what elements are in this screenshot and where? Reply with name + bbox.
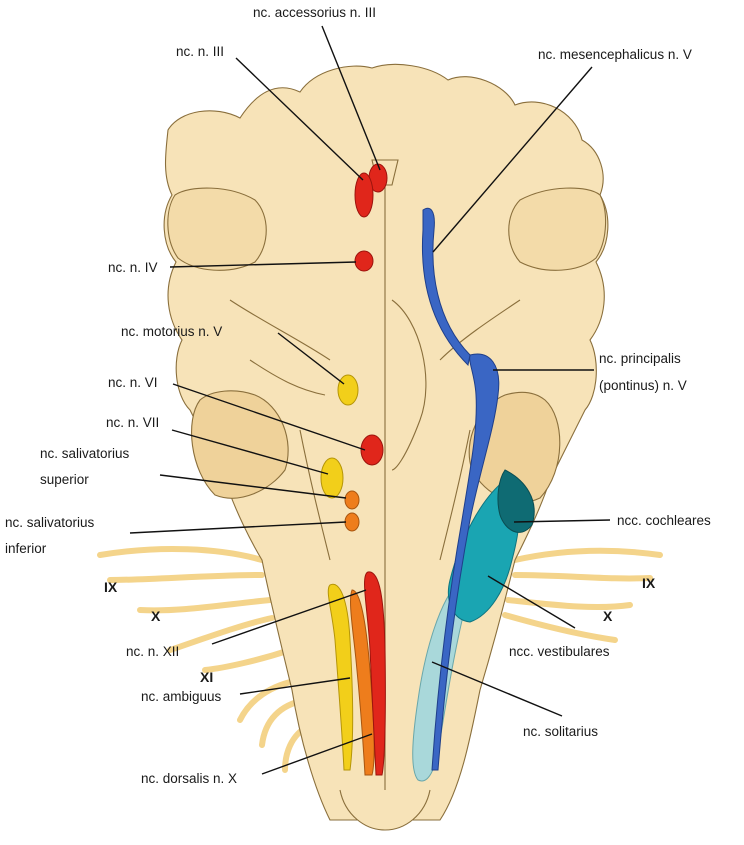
label-nerve-x-left: X xyxy=(151,607,160,626)
label-nc-dorsalis-n-x: nc. dorsalis n. X xyxy=(141,769,237,788)
nc-n-iii-shape xyxy=(355,173,373,217)
label-ncc-vestibulares: ncc. vestibulares xyxy=(509,642,610,661)
label-nerve-ix-left: IX xyxy=(104,578,117,597)
label-nc-motorius-n-v: nc. motorius n. V xyxy=(121,322,222,341)
nc-salivatorius-inferior-shape xyxy=(345,513,359,531)
nc-n-iv-shape xyxy=(355,251,373,271)
label-nc-n-iii: nc. n. III xyxy=(176,42,224,61)
label-nc-ambiguus: nc. ambiguus xyxy=(141,687,221,706)
right-nerve-roots xyxy=(505,551,660,640)
label-nc-accessorius-n-iii: nc. accessorius n. III xyxy=(253,3,376,22)
label-nc-principalis-line2: (pontinus) n. V xyxy=(599,376,687,395)
label-nc-salivatorius-superior-line1: nc. salivatorius xyxy=(40,444,129,463)
label-nc-salivatorius-inferior-line2: inferior xyxy=(5,539,46,558)
nc-motorius-n-v-shape xyxy=(338,375,358,405)
label-nc-salivatorius-superior-line2: superior xyxy=(40,470,89,489)
label-nc-principalis-line1: nc. principalis xyxy=(599,349,681,368)
label-nc-n-iv: nc. n. IV xyxy=(108,258,158,277)
label-nc-n-vi: nc. n. VI xyxy=(108,373,158,392)
label-nc-n-vii: nc. n. VII xyxy=(106,413,159,432)
label-nerve-ix-right: IX xyxy=(642,574,655,593)
nc-salivatorius-superior-shape xyxy=(345,491,359,509)
label-nc-n-xii: nc. n. XII xyxy=(126,642,179,661)
label-nc-salivatorius-inferior-line1: nc. salivatorius xyxy=(5,513,94,532)
label-nc-solitarius: nc. solitarius xyxy=(523,722,598,741)
label-ncc-cochleares: ncc. cochleares xyxy=(617,511,711,530)
label-nc-mesencephalicus-n-v: nc. mesencephalicus n. V xyxy=(538,45,692,64)
label-nerve-xi-left: XI xyxy=(200,668,213,687)
nc-n-vii-shape xyxy=(321,458,343,498)
label-nerve-x-right: X xyxy=(603,607,612,626)
